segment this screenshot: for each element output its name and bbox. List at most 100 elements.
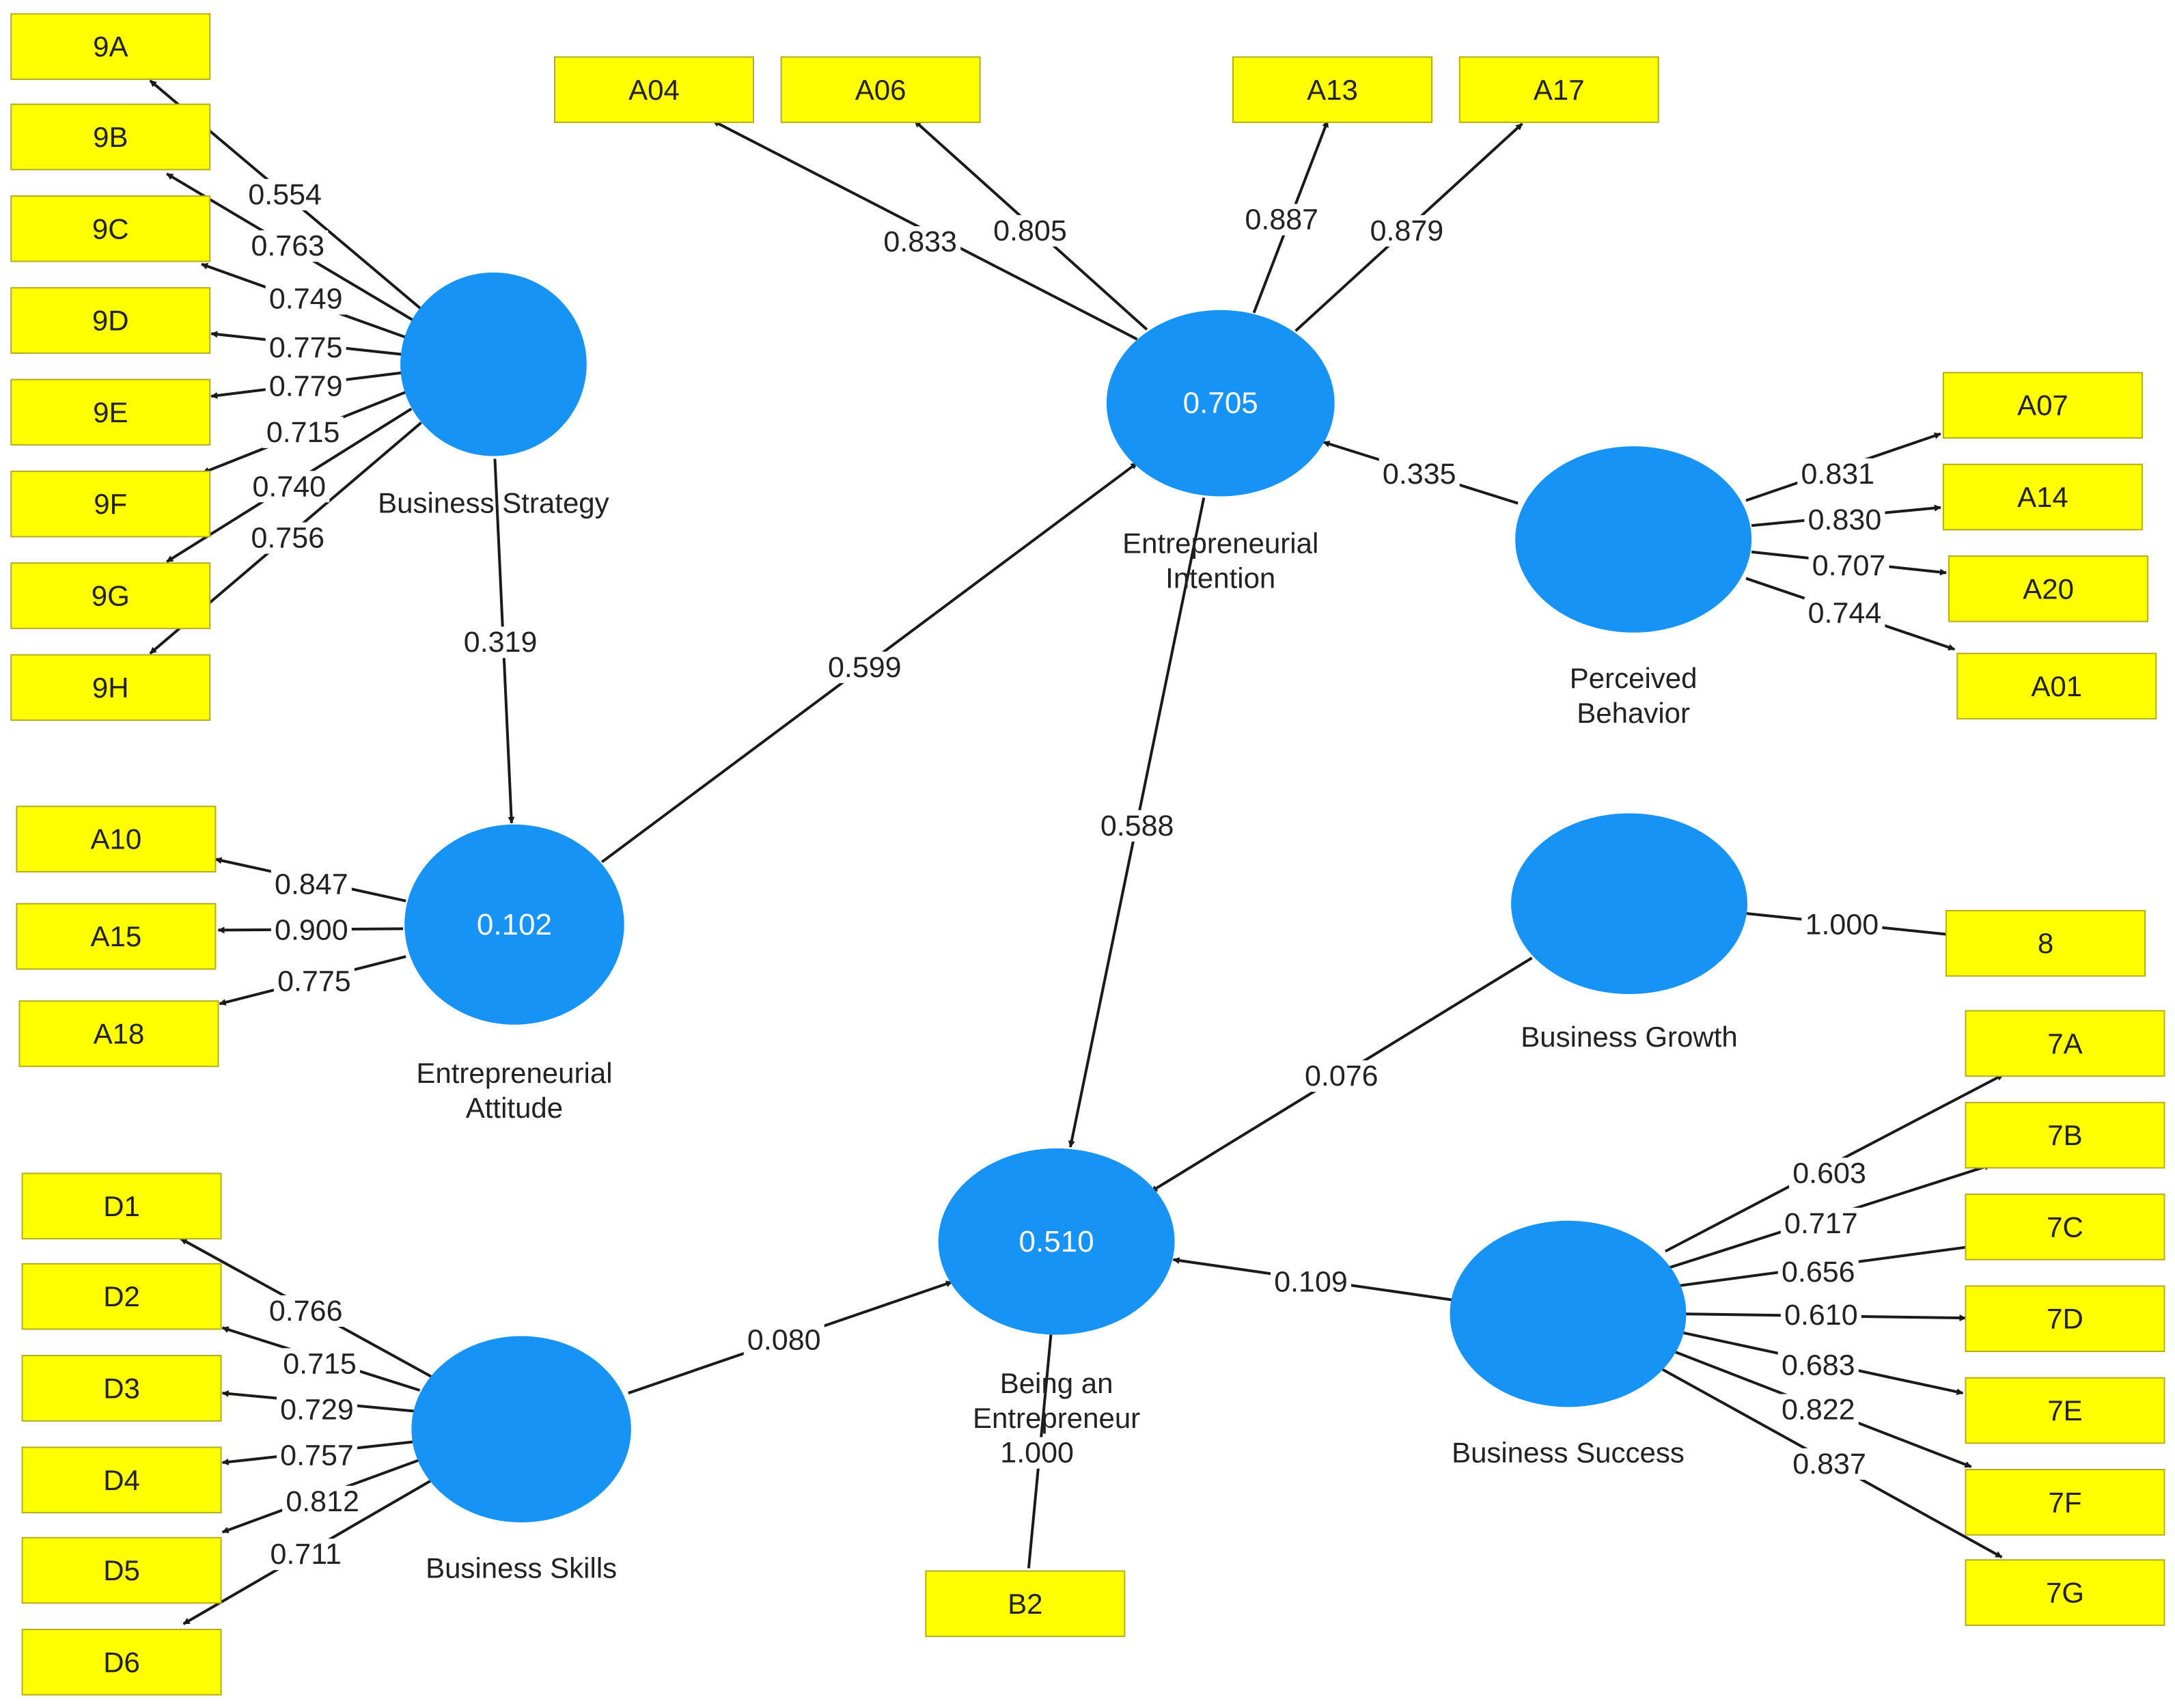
latent-circle <box>1450 1220 1687 1407</box>
path-coefficient-background <box>1789 1448 1870 1480</box>
latent-business-growth[interactable]: Business Growth <box>1511 813 1747 1053</box>
indicator-9e[interactable]: 9E <box>10 378 211 446</box>
indicator-label: D1 <box>103 1190 140 1222</box>
indicator-a14[interactable]: A14 <box>1942 463 2143 531</box>
indicator-label: B2 <box>1008 1588 1042 1620</box>
path-coefficient-label: 0.683 <box>1782 1349 1855 1381</box>
path-coefficient-background <box>265 283 346 315</box>
path-coefficient-background <box>880 226 961 258</box>
path-coefficient-label: 0.711 <box>270 1538 341 1571</box>
indicator-d5[interactable]: D5 <box>21 1537 222 1604</box>
path-coefficient-group: 0.335 <box>1379 458 1460 491</box>
indicator-box <box>1965 1285 2165 1353</box>
latent-business-success[interactable]: Business Success <box>1450 1220 1687 1469</box>
path-coefficient-background <box>824 651 905 683</box>
indicator-a17[interactable]: A17 <box>1458 56 1659 124</box>
indicator-d1[interactable]: D1 <box>21 1172 222 1240</box>
indicator-7g[interactable]: 7G <box>1965 1559 2165 1626</box>
path-coefficient-background <box>265 331 346 363</box>
indicator-7f[interactable]: 7F <box>1965 1468 2165 1536</box>
indicator-label: D3 <box>103 1372 140 1404</box>
indicator-label: A10 <box>91 823 142 855</box>
path-coefficient-group: 0.822 <box>1777 1393 1859 1426</box>
path-coefficient-label: 0.740 <box>252 470 326 503</box>
path-coefficient-group: 0.554 <box>245 178 326 211</box>
path-coefficient-group: 0.833 <box>880 225 961 258</box>
path-coefficient-label: 0.749 <box>269 283 343 316</box>
indicator-a10[interactable]: A10 <box>16 805 217 872</box>
path-coefficient-group: 0.805 <box>989 215 1070 247</box>
indicator-9b[interactable]: 9B <box>10 103 211 171</box>
latent-name: Business Success <box>1452 1437 1685 1469</box>
indicator-label: 9F <box>94 488 127 520</box>
path-coefficient-group: 0.812 <box>282 1485 363 1518</box>
indicator-9g[interactable]: 9G <box>10 562 211 629</box>
indicator-label: 9G <box>92 579 130 611</box>
indicator-a06[interactable]: A06 <box>780 56 981 124</box>
path-coefficient-group: 0.763 <box>247 230 329 262</box>
indicator-a01[interactable]: A01 <box>1956 652 2157 720</box>
indicator-d3[interactable]: D3 <box>21 1355 222 1422</box>
indicator-box <box>16 805 217 872</box>
latent-business-strategy[interactable]: Business Strategy <box>378 272 609 519</box>
path-coefficient-group: 0.744 <box>1804 596 1885 629</box>
path-coefficient-group: 0.656 <box>1777 1256 1859 1289</box>
latent-name: Intention <box>1165 562 1275 594</box>
indicator-a18[interactable]: A18 <box>18 1000 219 1067</box>
indicator-label: D5 <box>103 1554 140 1586</box>
indicator-label: A17 <box>1534 74 1585 106</box>
latent-name: Perceived <box>1570 662 1698 694</box>
latent-circle <box>1515 446 1752 633</box>
path-coefficient-label: 0.588 <box>1100 810 1174 842</box>
latent-name: Business Skills <box>426 1552 617 1584</box>
path-coefficient-background <box>1366 215 1447 247</box>
path-coefficient-group: 0.711 <box>265 1538 346 1571</box>
indicator-a15[interactable]: A15 <box>16 903 217 970</box>
indicator-7d[interactable]: 7D <box>1965 1285 2165 1353</box>
indicator-box <box>10 103 211 171</box>
indicator-d2[interactable]: D2 <box>21 1263 222 1330</box>
path-coefficient-label: 0.610 <box>1784 1299 1858 1332</box>
path-coefficient-group: 0.109 <box>1271 1265 1352 1298</box>
indicator-9a[interactable]: 9A <box>10 13 211 80</box>
indicator-label: 7E <box>2047 1394 2082 1427</box>
indicator-7b[interactable]: 7B <box>1965 1101 2165 1169</box>
indicator-8[interactable]: 8 <box>1945 909 2146 977</box>
indicator-9h[interactable]: 9H <box>10 654 211 721</box>
path-coefficient-background <box>989 215 1070 247</box>
path-coefficient-background <box>247 230 329 262</box>
path-coefficient-label: 0.729 <box>280 1393 354 1426</box>
path-coefficient-group: 0.080 <box>743 1324 825 1357</box>
indicator-9f[interactable]: 9F <box>10 470 211 538</box>
indicator-d6[interactable]: D6 <box>21 1629 222 1696</box>
path-coefficient-group: 0.756 <box>247 522 329 555</box>
indicator-9c[interactable]: 9C <box>10 195 211 262</box>
path-coefficient-label: 0.554 <box>248 178 322 211</box>
indicator-a04[interactable]: A04 <box>553 56 754 124</box>
indicator-box <box>21 1172 222 1240</box>
indicator-a07[interactable]: A07 <box>1942 372 2143 439</box>
indicator-d4[interactable]: D4 <box>21 1446 222 1514</box>
indicator-a20[interactable]: A20 <box>1948 555 2149 622</box>
indicator-box <box>10 470 211 538</box>
indicator-7c[interactable]: 7C <box>1965 1194 2165 1261</box>
indicator-box <box>18 1000 219 1067</box>
path-coefficient-group: 1.000 <box>997 1437 1078 1470</box>
indicator-box <box>1965 1194 2165 1261</box>
path-coefficient-group: 1.000 <box>1801 908 1883 941</box>
latent-business-skills[interactable]: Business Skills <box>411 1336 631 1584</box>
indicator-9d[interactable]: 9D <box>10 287 211 354</box>
indicator-7a[interactable]: 7A <box>1965 1010 2165 1077</box>
indicator-b2[interactable]: B2 <box>925 1570 1126 1638</box>
path-coefficient-group: 0.603 <box>1789 1157 1870 1190</box>
path-coefficient-background <box>276 1440 357 1472</box>
path-coefficient-label: 0.656 <box>1782 1256 1855 1289</box>
path-coefficient-background <box>1241 204 1322 236</box>
indicator-7e[interactable]: 7E <box>1965 1377 2165 1444</box>
indicator-label: A15 <box>91 920 142 952</box>
indicator-a13[interactable]: A13 <box>1232 56 1433 124</box>
